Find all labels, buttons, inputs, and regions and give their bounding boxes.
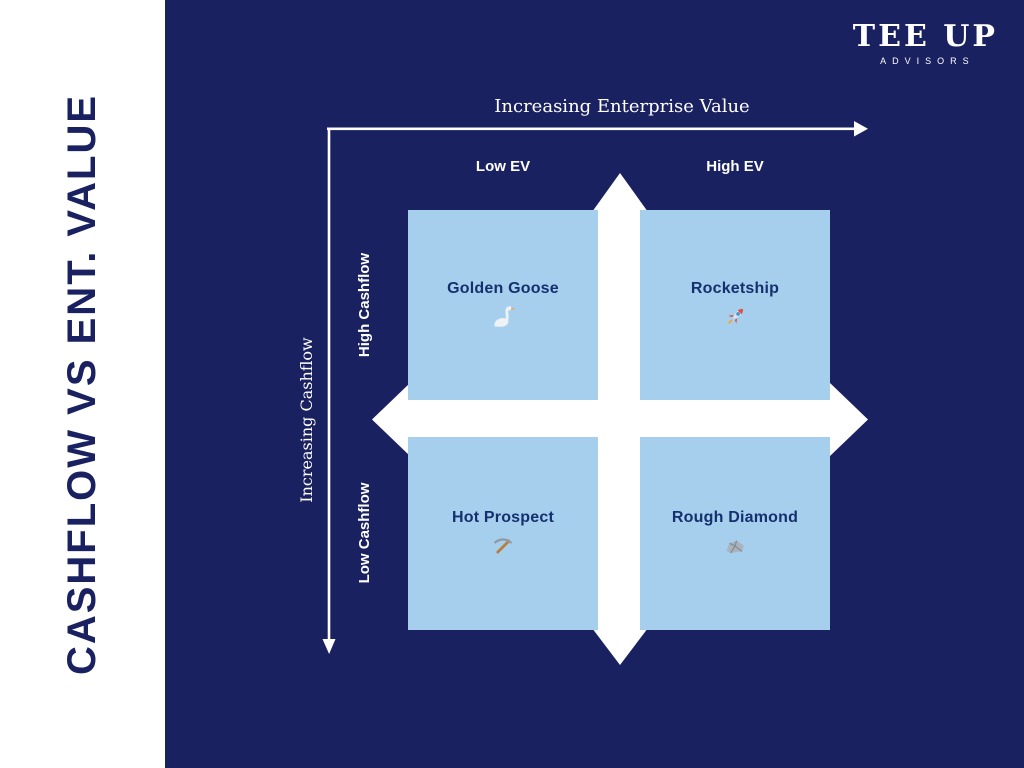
- cross-horizontal-band: [408, 400, 832, 437]
- rock-icon: [726, 539, 744, 553]
- left-title-band: CASHFLOW VS ENT. VALUE: [0, 0, 165, 768]
- x-axis-arrowhead-icon: [854, 121, 868, 137]
- quadrant-label: Rough Diamond: [671, 508, 799, 526]
- quadrant-label: Rocketship: [690, 280, 780, 297]
- quadrant-rocketship: Rocketship: [640, 210, 830, 400]
- quadrant-golden-goose: Golden Goose: [408, 210, 598, 400]
- cross-arrow-left-icon: [372, 383, 410, 456]
- quadrant-label: Hot Prospect: [452, 508, 554, 526]
- row-label-low-cashflow: Low Cashflow: [356, 482, 373, 584]
- rocket-icon: [727, 308, 744, 325]
- column-label-low-ev: Low EV: [475, 158, 531, 175]
- goose-icon: [494, 306, 515, 327]
- quadrant-rough-diamond: Rough Diamond: [640, 437, 830, 630]
- y-axis-arrowhead-icon: [322, 639, 336, 654]
- pickaxe-icon: [493, 537, 513, 554]
- logo-subtitle: ADVISORS: [880, 56, 975, 66]
- logo: TEE UP ADVISORS: [853, 20, 998, 66]
- column-label-high-ev: High EV: [706, 158, 764, 175]
- x-axis-line: [327, 127, 855, 131]
- quadrant-label: Golden Goose: [447, 280, 559, 297]
- logo-name: TEE UP: [852, 19, 998, 54]
- cross-arrow-up-icon: [592, 173, 648, 212]
- cross-arrow-right-icon: [830, 383, 868, 456]
- cross-vertical-band: [598, 205, 640, 633]
- cross-arrow-down-icon: [592, 628, 648, 665]
- row-label-high-cashflow: High Cashflow: [356, 252, 373, 358]
- y-axis-title: Increasing Cashflow: [297, 337, 316, 503]
- y-axis-line: [327, 129, 331, 641]
- quadrant-hot-prospect: Hot Prospect: [408, 437, 598, 630]
- slide-vertical-title: CASHFLOW VS ENT. VALUE: [60, 93, 104, 675]
- x-axis-title: Increasing Enterprise Value: [494, 96, 750, 117]
